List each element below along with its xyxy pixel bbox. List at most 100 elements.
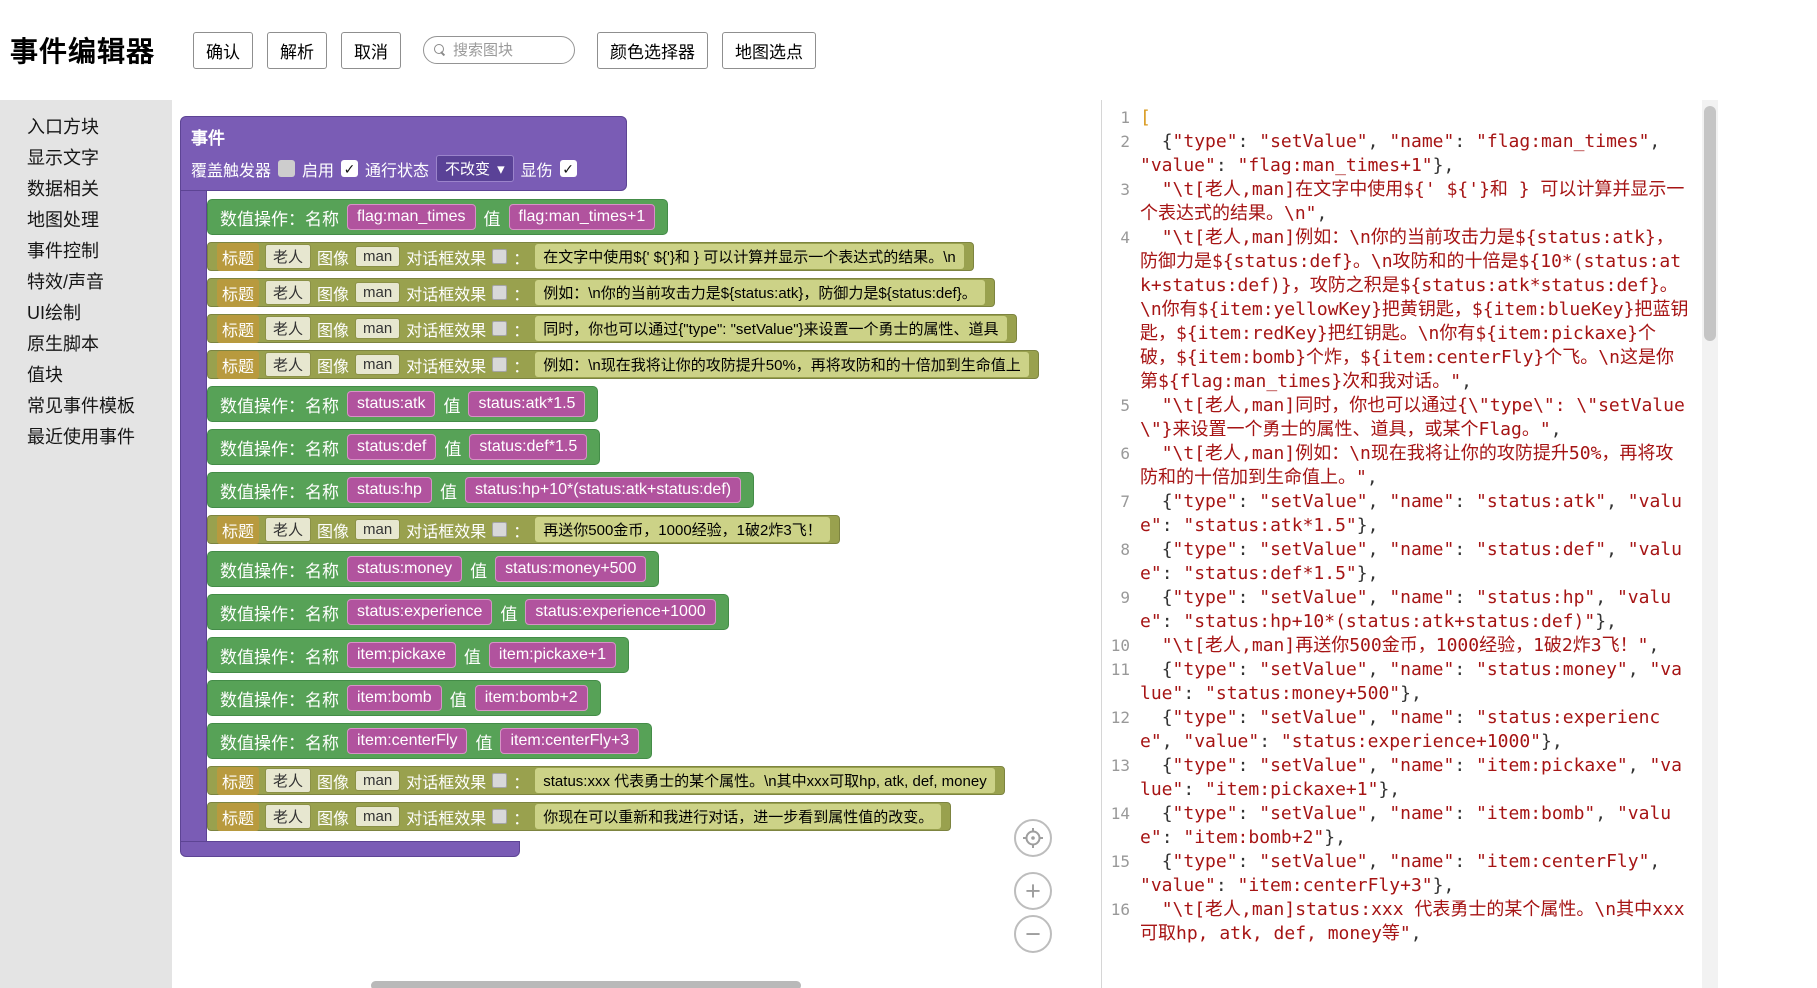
setvalue-block[interactable]: 数值操作：名称 item:bomb 值 item:bomb+2 — [207, 680, 601, 716]
code-line[interactable]: 7 {"type": "setValue", "name": "status:a… — [1102, 490, 1718, 538]
line-text[interactable]: {"type": "setValue", "name": "status:mon… — [1140, 658, 1691, 706]
line-text[interactable]: {"type": "setValue", "name": "status:hp"… — [1140, 586, 1691, 634]
dialog-effect-checkbox[interactable] — [492, 321, 508, 336]
code-line[interactable]: 2 {"type": "setValue", "name": "flag:man… — [1102, 130, 1718, 178]
override-trigger-checkbox[interactable] — [278, 160, 296, 177]
setvalue-block[interactable]: 数值操作：名称 status:atk 值 status:atk*1.5 — [207, 386, 599, 422]
value-name-field[interactable]: status:money — [347, 555, 463, 583]
image-field[interactable]: man — [355, 354, 401, 375]
image-field[interactable]: man — [355, 246, 401, 267]
value-name-field[interactable]: status:def — [347, 433, 437, 461]
sidebar-item[interactable]: 特效/声音 — [27, 272, 105, 292]
confirm-button[interactable]: 确认 — [193, 31, 254, 69]
line-text[interactable]: "\t[老人,man]同时，你也可以通过{\"type\": \"setValu… — [1140, 394, 1691, 442]
dialogue-text-field[interactable]: 再送你500金币，1000经验，1破2炸3飞！ — [535, 517, 830, 542]
value-name-field[interactable]: item:bomb — [347, 684, 442, 712]
title-field[interactable]: 老人 — [265, 280, 312, 305]
display-damage-checkbox[interactable]: ✓ — [559, 160, 577, 177]
sidebar-item[interactable]: 值块 — [27, 365, 63, 385]
dialog-effect-checkbox[interactable] — [492, 285, 508, 300]
dialog-effect-checkbox[interactable] — [492, 809, 508, 824]
line-text[interactable]: "\t[老人,man]例如：\n现在我将让你的攻防提升50%，再将攻防和的十倍加… — [1140, 442, 1691, 490]
enabled-checkbox[interactable]: ✓ — [341, 160, 359, 177]
dialogue-block[interactable]: 标题 老人 图像 man 对话框效果 ： 再送你500金币，1000经验，1破2… — [207, 515, 840, 544]
map-pick-button[interactable]: 地图选点 — [722, 31, 817, 69]
title-field[interactable]: 老人 — [265, 316, 312, 341]
dialog-effect-checkbox[interactable] — [492, 249, 508, 264]
pass-state-dropdown[interactable]: 不改变 ▾ — [436, 155, 514, 182]
code-line[interactable]: 8 {"type": "setValue", "name": "status:d… — [1102, 538, 1718, 586]
line-text[interactable]: "\t[老人,man]再送你500金币，1000经验，1破2炸3飞！", — [1140, 634, 1691, 658]
sidebar-item[interactable]: UI绘制 — [27, 303, 81, 323]
line-text[interactable]: "\t[老人,man]例如：\n你的当前攻击力是${status:atk}，防御… — [1140, 226, 1691, 394]
code-line[interactable]: 13 {"type": "setValue", "name": "item:pi… — [1102, 754, 1718, 802]
search-input[interactable] — [453, 41, 565, 59]
setvalue-block[interactable]: 数值操作：名称 item:pickaxe 值 item:pickaxe+1 — [207, 637, 630, 673]
zoom-in-button[interactable]: + — [1014, 872, 1052, 910]
dialogue-text-field[interactable]: 你现在可以重新和我进行对话，进一步看到属性值的改变。 — [535, 804, 942, 829]
value-expr-field[interactable]: status:experience+1000 — [525, 598, 716, 626]
dialogue-block[interactable]: 标题 老人 图像 man 对话框效果 ： status:xxx 代表勇士的某个属… — [207, 766, 1005, 795]
setvalue-block[interactable]: 数值操作：名称 status:money 值 status:money+500 — [207, 551, 660, 587]
title-field[interactable]: 老人 — [265, 768, 312, 793]
title-field[interactable]: 老人 — [265, 244, 312, 269]
search-box[interactable] — [423, 36, 576, 64]
value-name-field[interactable]: status:hp — [347, 476, 432, 504]
title-field[interactable]: 老人 — [265, 352, 312, 377]
value-expr-field[interactable]: flag:man_times+1 — [508, 203, 656, 231]
value-expr-field[interactable]: status:def*1.5 — [469, 433, 588, 461]
line-text[interactable]: {"type": "setValue", "name": "status:atk… — [1140, 490, 1691, 538]
code-line[interactable]: 9 {"type": "setValue", "name": "status:h… — [1102, 586, 1718, 634]
code-line[interactable]: 10 "\t[老人,man]再送你500金币，1000经验，1破2炸3飞！", — [1102, 634, 1718, 658]
code-scrollbar-track[interactable] — [1702, 100, 1718, 988]
code-line[interactable]: 1[ — [1102, 106, 1718, 130]
parse-button[interactable]: 解析 — [267, 31, 328, 69]
setvalue-block[interactable]: 数值操作：名称 item:centerFly 值 item:centerFly+… — [207, 723, 653, 759]
dialogue-block[interactable]: 标题 老人 图像 man 对话框效果 ： 你现在可以重新和我进行对话，进一步看到… — [207, 802, 952, 831]
image-field[interactable]: man — [355, 770, 401, 791]
sidebar-item[interactable]: 数据相关 — [27, 179, 99, 199]
sidebar-item[interactable]: 入口方块 — [27, 117, 99, 137]
block-canvas[interactable]: 事件 覆盖触发器 启用 ✓ 通行状态 不改变 ▾ 显伤 ✓ — [172, 100, 1101, 988]
line-text[interactable]: {"type": "setValue", "name": "item:cente… — [1140, 850, 1691, 898]
line-text[interactable]: [ — [1140, 106, 1691, 130]
sidebar-item[interactable]: 常见事件模板 — [27, 396, 135, 416]
line-text[interactable]: {"type": "setValue", "name": "flag:man_t… — [1140, 130, 1691, 178]
image-field[interactable]: man — [355, 806, 401, 827]
sidebar-item[interactable]: 事件控制 — [27, 241, 99, 261]
dialog-effect-checkbox[interactable] — [492, 522, 508, 537]
code-line[interactable]: 6 "\t[老人,man]例如：\n现在我将让你的攻防提升50%，再将攻防和的十… — [1102, 442, 1718, 490]
event-block-header[interactable]: 事件 覆盖触发器 启用 ✓ 通行状态 不改变 ▾ 显伤 ✓ — [180, 116, 627, 191]
value-expr-field[interactable]: status:atk*1.5 — [468, 390, 586, 418]
code-line[interactable]: 4 "\t[老人,man]例如：\n你的当前攻击力是${status:atk}，… — [1102, 226, 1718, 394]
dialog-effect-checkbox[interactable] — [492, 357, 508, 372]
line-text[interactable]: "\t[老人,man]在文字中使用${' ${'}和 } 可以计算并显示一个表达… — [1140, 178, 1691, 226]
value-expr-field[interactable]: item:centerFly+3 — [500, 727, 640, 755]
code-line[interactable]: 15 {"type": "setValue", "name": "item:ce… — [1102, 850, 1718, 898]
line-text[interactable]: {"type": "setValue", "name": "item:picka… — [1140, 754, 1691, 802]
value-expr-field[interactable]: item:pickaxe+1 — [488, 641, 617, 669]
dialogue-block[interactable]: 标题 老人 图像 man 对话框效果 ： 在文字中使用${' ${'}和 } 可… — [207, 242, 974, 271]
event-block[interactable]: 事件 覆盖触发器 启用 ✓ 通行状态 不改变 ▾ 显伤 ✓ — [180, 116, 1039, 857]
sidebar-item[interactable]: 原生脚本 — [27, 334, 99, 354]
code-line[interactable]: 5 "\t[老人,man]同时，你也可以通过{\"type\": \"setVa… — [1102, 394, 1718, 442]
setvalue-block[interactable]: 数值操作：名称 flag:man_times 值 flag:man_times+… — [207, 199, 669, 235]
line-text[interactable]: "\t[老人,man]status:xxx 代表勇士的某个属性。\n其中xxx可… — [1140, 898, 1691, 946]
setvalue-block[interactable]: 数值操作：名称 status:hp 值 status:hp+10*(status… — [207, 472, 755, 508]
color-picker-button[interactable]: 颜色选择器 — [597, 31, 709, 69]
value-expr-field[interactable]: status:money+500 — [495, 555, 647, 583]
image-field[interactable]: man — [355, 318, 401, 339]
line-text[interactable]: {"type": "setValue", "name": "status:exp… — [1140, 706, 1691, 754]
value-expr-field[interactable]: item:bomb+2 — [474, 684, 588, 712]
code-line[interactable]: 16 "\t[老人,man]status:xxx 代表勇士的某个属性。\n其中x… — [1102, 898, 1718, 946]
title-field[interactable]: 老人 — [265, 517, 312, 542]
value-name-field[interactable]: status:experience — [347, 598, 493, 626]
image-field[interactable]: man — [355, 282, 401, 303]
code-line[interactable]: 12 {"type": "setValue", "name": "status:… — [1102, 706, 1718, 754]
canvas-horizontal-scrollbar[interactable] — [371, 981, 801, 988]
code-editor[interactable]: 1[2 {"type": "setValue", "name": "flag:m… — [1101, 100, 1718, 988]
sidebar-item[interactable]: 显示文字 — [27, 148, 99, 168]
value-name-field[interactable]: item:pickaxe — [347, 641, 456, 669]
code-line[interactable]: 11 {"type": "setValue", "name": "status:… — [1102, 658, 1718, 706]
dialogue-block[interactable]: 标题 老人 图像 man 对话框效果 ： 例如：\n现在我将让你的攻防提升50%… — [207, 350, 1039, 379]
